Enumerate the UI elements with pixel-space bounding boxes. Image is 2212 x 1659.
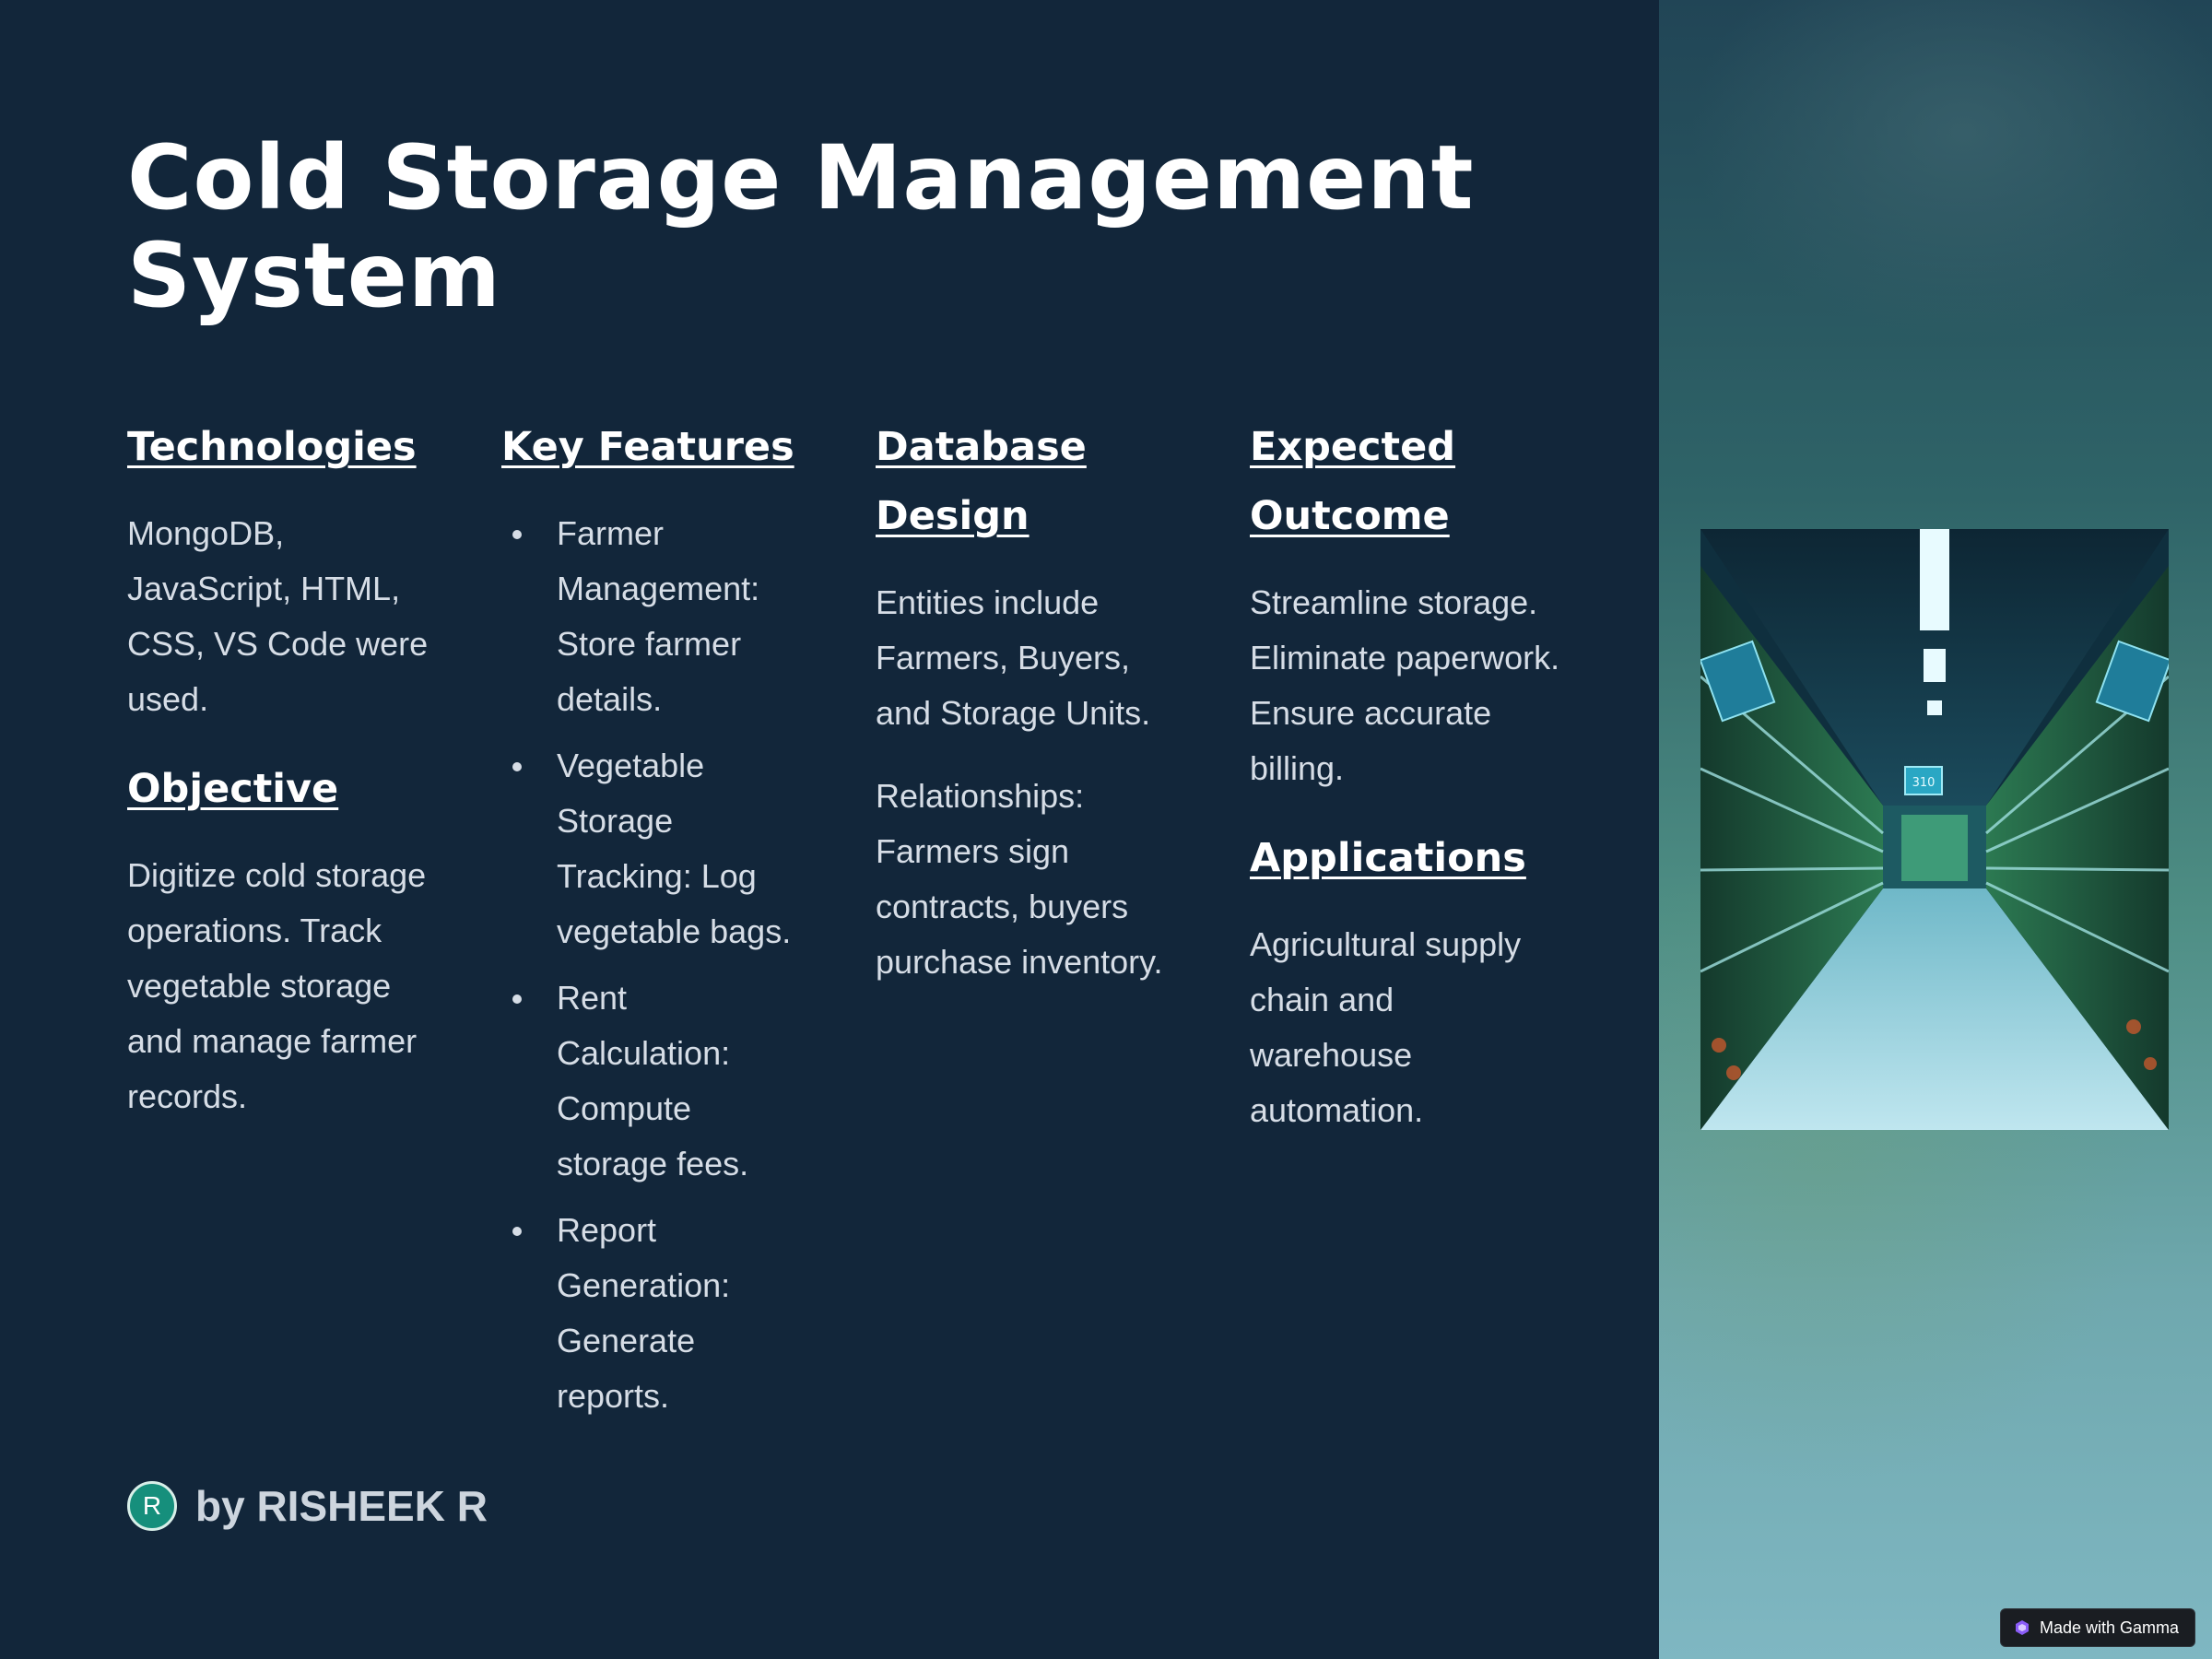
slide-title: Cold Storage Management System	[127, 126, 1475, 327]
column-outcome-applications: Expected Outcome Streamline storage. Eli…	[1250, 413, 1563, 1166]
applications-text: Agricultural supply chain and warehouse …	[1250, 925, 1522, 1129]
expected-outcome-heading: Expected Outcome	[1250, 424, 1456, 539]
feature-text: Vegetable Storage Tracking: Log vegetabl…	[557, 747, 792, 950]
objective-text: Digitize cold storage operations. Track …	[127, 856, 427, 1115]
bullet-dot	[512, 1227, 522, 1236]
feature-item: Farmer Management: Store farmer details.	[501, 506, 806, 727]
slide-content-area: Cold Storage Management System Technolog…	[127, 126, 1563, 1534]
applications-heading: Applications	[1250, 835, 1526, 881]
column-technologies-objective: Technologies MongoDB, JavaScript, HTML, …	[127, 413, 431, 1152]
feature-item: Report Generation: Generate reports.	[501, 1203, 806, 1424]
bullet-dot	[512, 530, 522, 539]
cold-storage-warehouse-image: 310	[1700, 529, 2169, 1130]
column-database-design: Database Design Entities include Farmers…	[876, 413, 1189, 1018]
database-entities-text: Entities include Farmers, Buyers, and St…	[876, 583, 1151, 732]
badge-label: Made with Gamma	[2040, 1618, 2180, 1637]
author-name: by RISHEEK R	[195, 1482, 488, 1530]
bullet-dot	[512, 762, 522, 771]
warehouse-illustration: 310	[1700, 529, 2169, 1130]
objective-heading: Objective	[127, 766, 339, 812]
feature-text: Rent Calculation: Compute storage fees.	[557, 979, 749, 1182]
column-key-features: Key Features Farmer Management: Store fa…	[501, 413, 806, 1435]
database-design-heading: Database Design	[876, 424, 1087, 539]
feature-item: Rent Calculation: Compute storage fees.	[501, 971, 806, 1192]
key-features-heading: Key Features	[501, 424, 794, 470]
feature-item: Vegetable Storage Tracking: Log vegetabl…	[501, 738, 806, 959]
avatar: R	[127, 1481, 177, 1531]
bullet-dot	[512, 994, 522, 1004]
gamma-logo-icon	[2016, 1620, 2029, 1635]
made-with-gamma-badge[interactable]: Made with Gamma	[2000, 1608, 2195, 1647]
database-relationships-text: Relationships: Farmers sign contracts, b…	[876, 777, 1163, 981]
feature-text: Farmer Management: Store farmer details.	[557, 514, 760, 718]
author-credit: R by RISHEEK R	[127, 1478, 488, 1534]
technologies-heading: Technologies	[127, 424, 417, 470]
display-readout: 310	[1912, 776, 1936, 790]
key-features-list: Farmer Management: Store farmer details.…	[501, 506, 806, 1424]
feature-text: Report Generation: Generate reports.	[557, 1211, 731, 1415]
technologies-text: MongoDB, JavaScript, HTML, CSS, VS Code …	[127, 514, 429, 718]
expected-outcome-text: Streamline storage. Eliminate paperwork.…	[1250, 583, 1560, 787]
